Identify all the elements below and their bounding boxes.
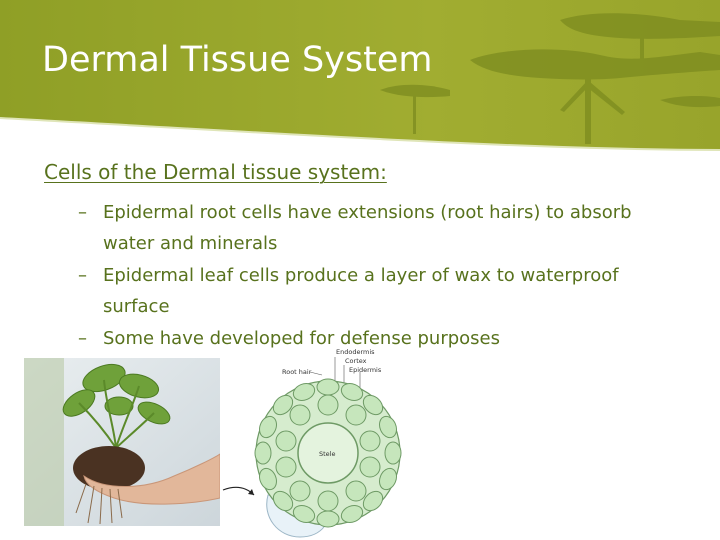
label-stele: Stele xyxy=(319,450,335,458)
epidermal-cells xyxy=(254,378,402,528)
bullet-marker: – xyxy=(78,328,87,349)
label-cortex: Cortex xyxy=(345,357,367,365)
bullet-marker: – xyxy=(78,265,87,286)
section-heading: Cells of the Dermal tissue system: xyxy=(44,160,387,184)
label-endodermis: Endodermis xyxy=(336,348,375,356)
stele-region xyxy=(297,422,359,484)
bullet-text: Some have developed for defense purposes xyxy=(103,328,501,349)
label-root-hair: Root hair xyxy=(282,368,312,376)
banner-tree-graphic xyxy=(0,0,720,151)
slide-title: Dermal Tissue System xyxy=(42,40,433,80)
label-epidermis: Epidermis xyxy=(349,366,382,374)
bullet-list: – Epidermal root cells have extensions (… xyxy=(78,197,688,355)
plant-in-hand-photo xyxy=(24,358,220,526)
bullet-text: Epidermal root cells have extensions (ro… xyxy=(103,202,632,254)
bullet-item: – Some have developed for defense purpos… xyxy=(78,323,688,354)
bullet-item: – Epidermal root cells have extensions (… xyxy=(78,197,688,259)
bullet-text: Epidermal leaf cells produce a layer of … xyxy=(103,265,619,317)
bullet-marker: – xyxy=(78,202,87,223)
root-cross-section-diagram: Endodermis Cortex Epidermis Root hair xyxy=(222,348,402,538)
title-banner xyxy=(0,0,720,160)
bullet-item: – Epidermal leaf cells produce a layer o… xyxy=(78,260,688,322)
cortex-cells xyxy=(275,394,381,512)
